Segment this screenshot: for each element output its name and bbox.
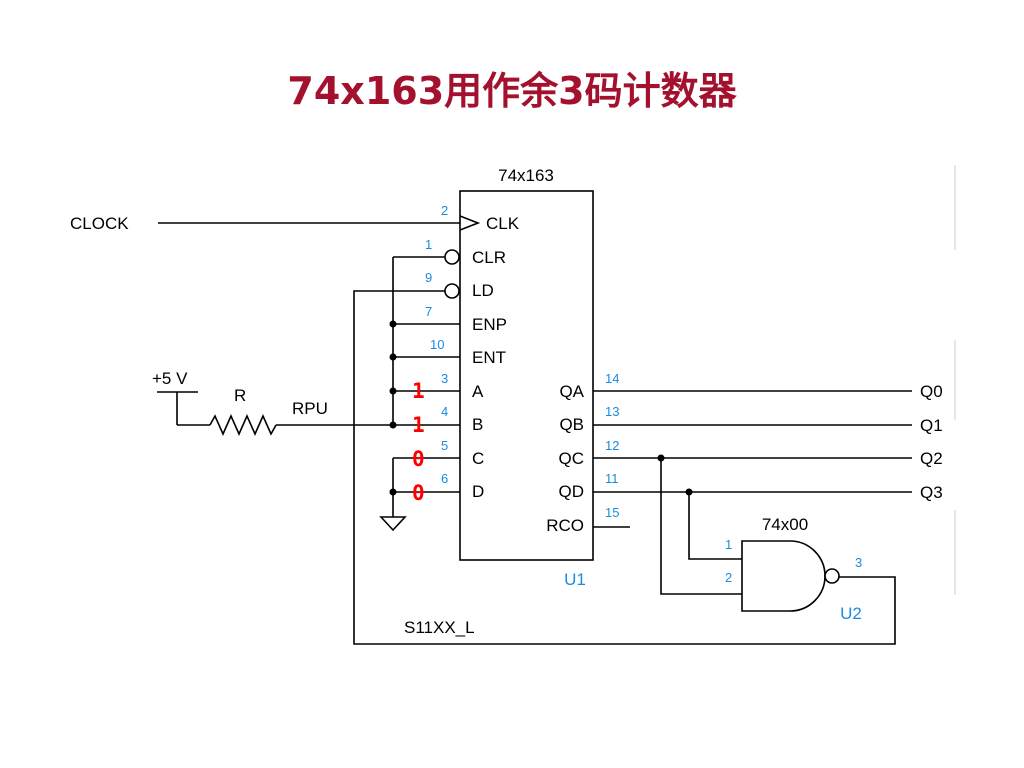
pin-number-qc: 12 <box>605 438 619 453</box>
counter-chip-part: 74x163 <box>498 166 554 185</box>
resistor-symbol <box>209 414 277 436</box>
preset-bit-c: 0 <box>412 447 425 471</box>
pin-number-ent: 10 <box>430 337 444 352</box>
pin-label-rco: RCO <box>546 516 584 535</box>
counter-chip-u1: 74x163 U1 <box>459 166 594 589</box>
pin-label-qb: QB <box>559 415 584 434</box>
counter-chip-ref: U1 <box>564 570 586 589</box>
nand-input-nets <box>660 458 742 595</box>
preset-bit-d: 0 <box>412 481 425 505</box>
feedback-net-label: S11XX_L <box>404 618 475 637</box>
ground-bus <box>379 457 460 532</box>
pin-number-rco: 15 <box>605 505 619 520</box>
pin-label-qc: QC <box>559 449 585 468</box>
pin-number-ld: 9 <box>425 270 432 285</box>
pin-label-qa: QA <box>559 382 584 401</box>
pullup-bus <box>389 256 460 429</box>
pin-number-qb: 13 <box>605 404 619 419</box>
clock-label: CLOCK <box>70 214 129 233</box>
pullup-resistor-network: +5 V R RPU <box>152 369 393 436</box>
counter-output-pin-numbers: 14 13 12 11 15 <box>605 371 619 520</box>
preset-bit-b: 1 <box>412 413 425 437</box>
resistor-label: R <box>234 386 246 405</box>
output-nets: Q0 Q1 Q2 Q3 <box>593 382 943 528</box>
nand-gate-body <box>741 540 826 612</box>
nand-pin-in1: 1 <box>725 537 732 552</box>
slide-title: 74x163用作余3码计数器 <box>287 69 737 113</box>
pin-label-c: C <box>472 449 484 468</box>
pin-label-clr: CLR <box>472 248 506 267</box>
counter-output-labels: QA QB QC QD RCO <box>546 382 584 535</box>
supply-label: +5 V <box>152 369 188 388</box>
output-label-q0: Q0 <box>920 382 943 401</box>
ground-icon <box>379 516 407 532</box>
preset-bits: 1 1 0 0 <box>412 379 425 505</box>
counter-input-pin-numbers: 2 1 9 7 10 3 4 5 6 <box>425 203 448 486</box>
clock-net: CLOCK <box>70 214 460 233</box>
pin-label-ent: ENT <box>472 348 506 367</box>
nand-pin-out: 3 <box>855 555 862 570</box>
pin-number-b: 4 <box>441 404 448 419</box>
pin-number-c: 5 <box>441 438 448 453</box>
pin-label-enp: ENP <box>472 315 507 334</box>
nand-pin-in2: 2 <box>725 570 732 585</box>
nand-output-bubble <box>824 568 840 584</box>
clr-inversion-bubble <box>444 249 460 265</box>
pin-number-clk: 2 <box>441 203 448 218</box>
pin-number-qd: 11 <box>605 471 619 486</box>
counter-input-labels: CLK CLR LD ENP ENT A B C D <box>472 214 520 501</box>
clock-edge-icon <box>459 215 481 231</box>
pin-number-enp: 7 <box>425 304 432 319</box>
nand-gate-ref: U2 <box>840 604 862 623</box>
ld-inversion-bubble <box>444 283 460 299</box>
pin-number-clr: 1 <box>425 237 432 252</box>
pin-label-d: D <box>472 482 484 501</box>
pin-label-a: A <box>472 382 484 401</box>
pin-number-qa: 14 <box>605 371 619 386</box>
preset-bit-a: 1 <box>412 379 425 403</box>
output-label-q3: Q3 <box>920 483 943 502</box>
pin-label-b: B <box>472 415 483 434</box>
pin-label-qd: QD <box>559 482 585 501</box>
pin-number-a: 3 <box>441 371 448 386</box>
output-label-q1: Q1 <box>920 416 943 435</box>
pullup-net-label: RPU <box>292 399 328 418</box>
pin-label-clk: CLK <box>486 214 520 233</box>
feedback-net: S11XX_L <box>353 290 896 645</box>
output-label-q2: Q2 <box>920 449 943 468</box>
pin-label-ld: LD <box>472 281 494 300</box>
pin-number-d: 6 <box>441 471 448 486</box>
counter-chip-body <box>459 190 594 561</box>
nand-gate-part: 74x00 <box>762 515 808 534</box>
nand-gate-u2: 74x00 U2 1 2 3 <box>725 515 862 623</box>
